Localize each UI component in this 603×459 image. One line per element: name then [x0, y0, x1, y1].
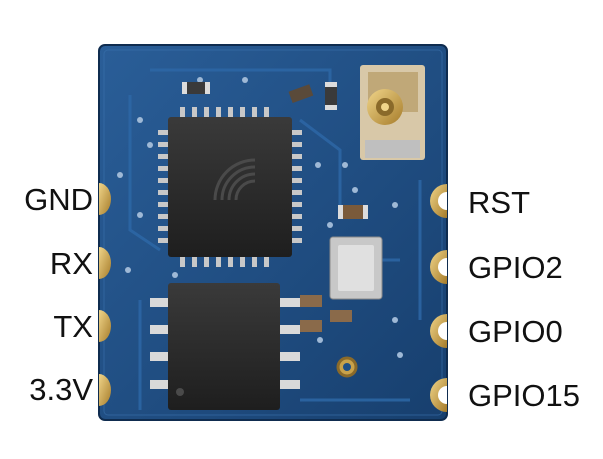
pin-label-3v3: 3.3V	[29, 372, 93, 407]
pin-pad-rst	[430, 184, 447, 218]
pin-label-gpio15: GPIO15	[468, 378, 580, 413]
passive-components	[182, 82, 368, 332]
pin-pad-rx	[99, 247, 111, 279]
pin-pad-gpio0	[430, 314, 447, 348]
right-pins	[430, 184, 447, 412]
pin-pad-gpio15	[430, 378, 447, 412]
pin-pad-tx	[99, 310, 111, 342]
left-pins	[99, 183, 111, 406]
pin-label-gpio2: GPIO2	[468, 250, 563, 285]
pin-label-rx: RX	[49, 246, 93, 281]
crystal-oscillator	[329, 236, 383, 300]
wifi-logo-icon	[213, 158, 256, 201]
pin-label-tx: TX	[53, 309, 93, 344]
pin-label-gnd: GND	[24, 182, 93, 217]
pin-pad-3v3	[99, 374, 111, 406]
flash-chip	[150, 283, 300, 410]
pin-pad-gpio2	[430, 250, 447, 284]
esp-chip	[158, 107, 302, 267]
pin-label-rst: RST	[468, 185, 530, 220]
pin-pad-gnd	[99, 183, 111, 215]
antenna-connector	[360, 65, 425, 160]
vias	[117, 77, 403, 358]
pin-label-gpio0: GPIO0	[468, 314, 563, 349]
